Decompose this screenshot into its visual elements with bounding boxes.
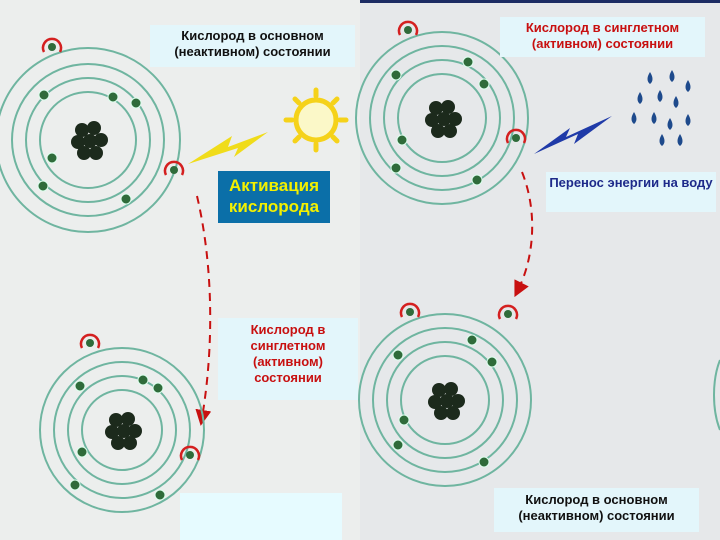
nucleus [71,121,108,160]
electrons [392,334,498,468]
spin-electron [79,333,101,349]
label-singlet-left: Кислород в синглетном (активном) состоян… [218,318,358,400]
transition-arrow-left [195,195,212,426]
atom-ground-state-top-left [0,37,185,233]
label-ground-state-bottom: Кислород в основном (неактивном) состоян… [494,488,699,532]
atom-singlet-top-right [355,20,529,205]
spin-electron [505,128,527,144]
spin-electron [41,37,63,53]
label-activation: Активация кислорода [218,171,330,223]
label-energy-transfer: Перенос энергии на воду [546,172,716,212]
transition-arrow-right [514,171,534,298]
spin-electron [497,304,519,320]
sun-icon [283,87,349,153]
nucleus [105,412,142,450]
spin-electron [399,302,421,318]
electrons [37,89,142,205]
label-ground-state-top: Кислород в основном (неактивном) состоян… [150,25,355,67]
partial-orbit-edge [713,359,720,431]
spin-electron [397,20,419,36]
label-singlet-right: Кислород в синглетном (активном) состоян… [500,17,705,57]
empty-box [180,493,342,540]
electrons [390,56,490,186]
nucleus [428,382,465,420]
nucleus [425,100,462,138]
spin-electron [179,445,201,461]
lightning-icon [534,116,612,154]
top-bar [360,0,720,3]
water-drops-icon [631,70,691,146]
atom-singlet-bottom-left [39,333,205,513]
spin-electron [163,160,185,176]
atom-ground-state-bottom-right [358,302,532,487]
electrons [69,374,166,501]
lightning-icon [188,132,268,164]
left-panel [0,0,360,540]
